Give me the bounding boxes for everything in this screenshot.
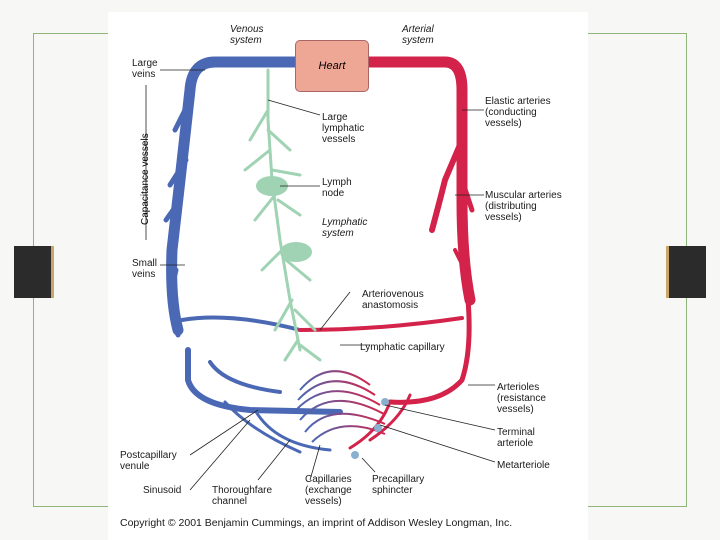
small-veins-label: Small veins <box>132 258 158 280</box>
arterial-system-label: Arterial system <box>402 24 434 46</box>
arterioles-label: Arterioles (resistance vessels) <box>497 382 546 415</box>
capillaries-label: Capillaries (exchange vessels) <box>305 474 352 507</box>
lymphatic-system-label: Lymphatic system <box>322 217 368 239</box>
left-slide-tab <box>14 246 54 298</box>
lymph-node-upper <box>256 176 288 196</box>
venous-vessels <box>163 56 343 454</box>
heart-box: Heart <box>295 40 369 92</box>
lymph-node-label: Lymph node <box>322 177 352 199</box>
precapillary-label: Precapillary sphincter <box>372 474 425 496</box>
thoroughfare-label: Thoroughfare channel <box>212 485 273 507</box>
precapillary-sphincter-icon <box>351 451 359 459</box>
lymph-node-lower <box>280 242 312 262</box>
large-lymphatic-label: Large lymphatic vessels <box>322 112 365 145</box>
capacitance-vessels-label: Capacitance vessels <box>140 133 151 225</box>
copyright-text: Copyright © 2001 Benjamin Cummings, an i… <box>120 517 513 529</box>
elastic-arteries-label: Elastic arteries (conducting vessels) <box>485 96 551 129</box>
av-anastomosis-label: Arteriovenous anastomosis <box>362 289 424 311</box>
right-slide-tab <box>666 246 706 298</box>
arterial-vessels <box>298 56 476 450</box>
terminal-arteriole-label: Terminal arteriole <box>497 427 535 449</box>
muscular-arteries-label: Muscular arteries (distributing vessels) <box>485 190 562 223</box>
sinusoid-label: Sinusoid <box>143 485 182 496</box>
leader-lines <box>145 69 496 491</box>
postcapillary-venule-label: Postcapillary venule <box>120 450 177 472</box>
venous-system-label: Venous system <box>230 24 264 46</box>
large-veins-label: Large veins <box>132 58 158 80</box>
metarteriole-label: Metarteriole <box>497 460 550 471</box>
lymphatic-capillary-label: Lymphatic capillary <box>360 342 445 353</box>
terminal-arteriole-valve-icon <box>381 398 389 406</box>
lymphatic-vessels <box>243 68 322 362</box>
heart-label: Heart <box>318 60 346 72</box>
